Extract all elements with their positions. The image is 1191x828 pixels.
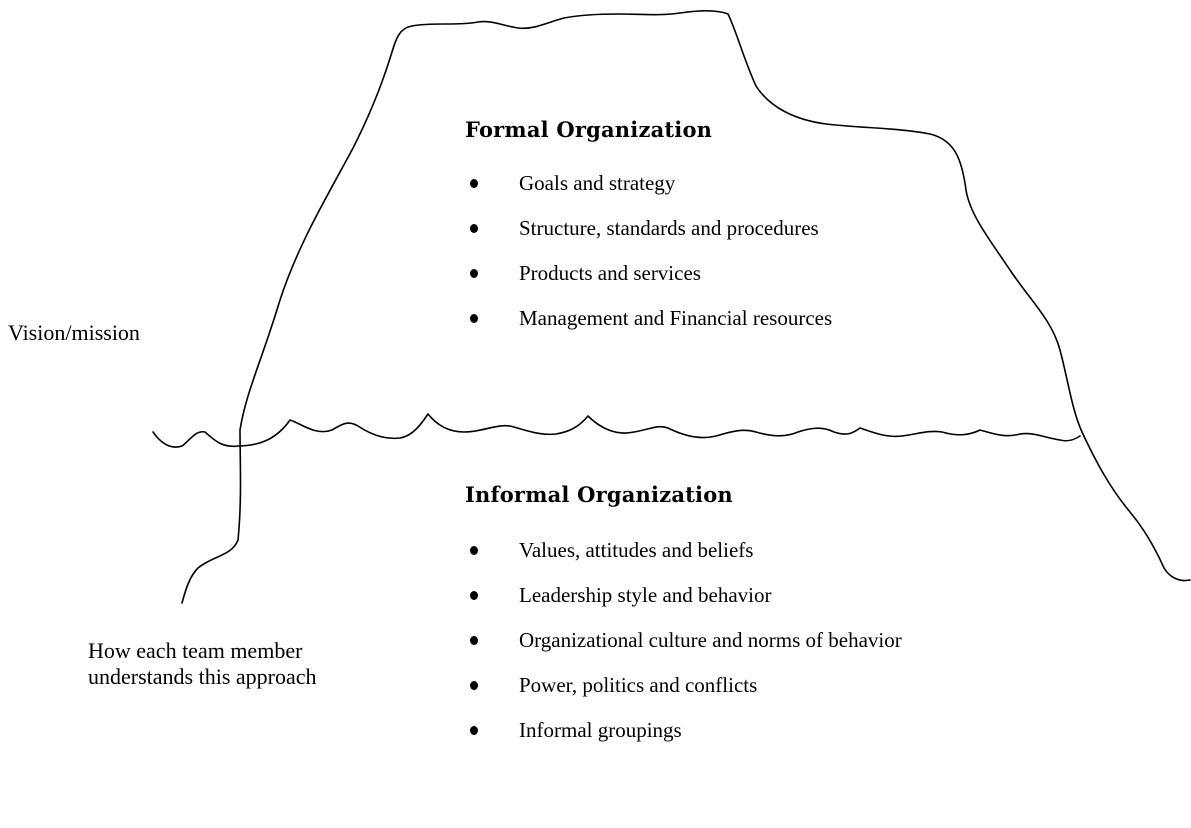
formal-list-item: Management and Financial resources [469,305,832,350]
formal-list-item: Products and services [469,260,832,305]
informal-organization-list: Values, attitudes and beliefs Leadership… [469,537,902,762]
formal-organization-title: Formal Organization [465,117,713,142]
waterline [152,413,1081,448]
informal-item-text: Informal groupings [519,718,682,742]
informal-list-item: Organizational culture and norms of beha… [469,627,902,672]
informal-list-item: Leadership style and behavior [469,582,902,627]
bullet-icon [470,636,478,645]
formal-item-text: Management and Financial resources [519,306,833,330]
team-understanding-line-2: understands this approach [88,664,317,689]
bullet-icon [470,224,478,233]
vision-mission-text: Vision/mission [8,320,140,345]
formal-item-text: Goals and strategy [519,171,676,195]
formal-organization-list: Goals and strategy Structure, standards … [469,170,832,350]
formal-list-item: Goals and strategy [469,170,832,215]
bullet-icon [470,591,478,600]
bullet-icon [470,546,478,555]
informal-item-text: Power, politics and conflicts [519,673,758,697]
informal-list-item: Informal groupings [469,717,902,762]
iceberg-outline [181,10,1191,604]
formal-item-text: Products and services [519,261,701,285]
team-understanding-label: How each team member understands this ap… [88,638,317,690]
bullet-icon [470,179,478,188]
bullet-icon [470,726,478,735]
informal-item-text: Leadership style and behavior [519,583,772,607]
formal-item-text: Structure, standards and procedures [519,216,819,240]
vision-mission-label: Vision/mission [8,320,140,346]
team-understanding-line-1: How each team member [88,638,303,663]
bullet-icon [470,314,478,323]
formal-list-item: Structure, standards and procedures [469,215,832,260]
informal-list-item: Values, attitudes and beliefs [469,537,902,582]
informal-item-text: Values, attitudes and beliefs [519,538,754,562]
informal-item-text: Organizational culture and norms of beha… [519,628,902,652]
bullet-icon [470,269,478,278]
informal-list-item: Power, politics and conflicts [469,672,902,717]
informal-organization-title: Informal Organization [465,482,733,507]
bullet-icon [470,681,478,690]
